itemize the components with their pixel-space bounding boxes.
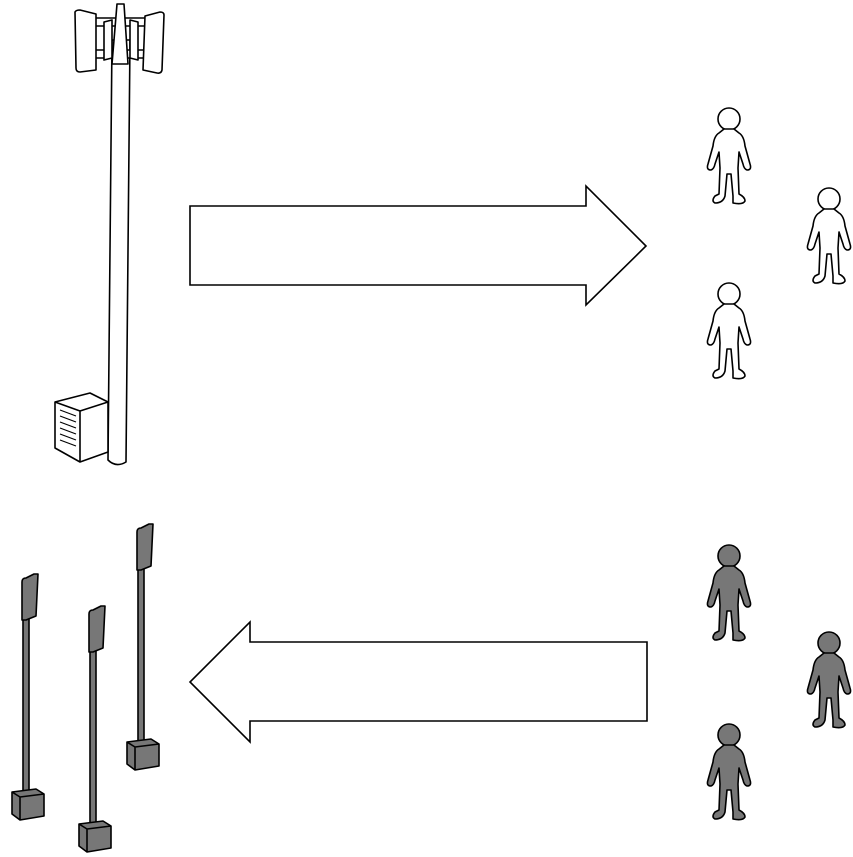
person-filled-icon (707, 545, 750, 641)
sensor-pole-icon (127, 524, 159, 770)
right-arrow (190, 186, 646, 305)
sensor-pole-icon (79, 606, 111, 852)
person-outline-icon (807, 188, 850, 284)
antenna-array-icon (75, 4, 164, 73)
person-outline-icon (707, 108, 750, 204)
person-filled-icon (807, 632, 850, 728)
cell-tower-icon (55, 4, 164, 465)
sensor-pole-icon (12, 574, 44, 820)
person-outline-icon (707, 283, 750, 379)
equipment-cabinet-icon (55, 393, 108, 462)
left-arrow (190, 622, 647, 742)
person-filled-icon (707, 724, 750, 820)
